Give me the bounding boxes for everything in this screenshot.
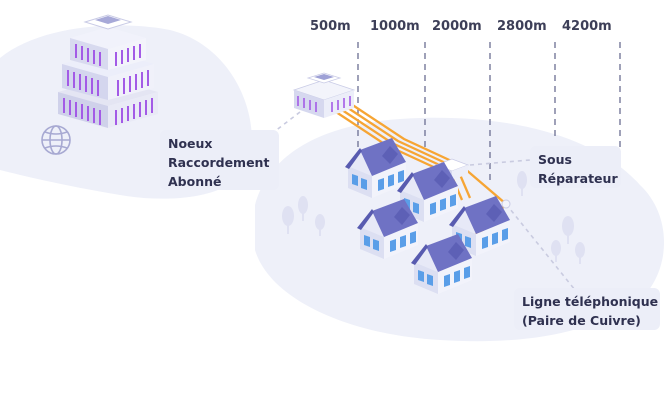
houses <box>345 138 510 294</box>
sous-repartiteur-line-2: Réparateur <box>538 171 618 186</box>
server-building-icon <box>58 14 158 128</box>
nra-label-line-3: Abonné <box>168 174 222 189</box>
fiber-bundle <box>150 86 672 105</box>
nra-label: Noeux Raccordement Abonné <box>160 130 279 190</box>
distance-label-2000m: 2000m <box>432 19 482 34</box>
nra-label-line-1: Noeux <box>168 136 213 151</box>
ligne-label-line-2: (Paire de Cuivre) <box>522 313 641 328</box>
house-icon <box>345 138 406 198</box>
distance-label-500m: 500m <box>310 19 351 34</box>
ligne-label-line-1: Ligne téléphonique <box>522 294 659 309</box>
tree-icon <box>282 171 585 264</box>
nra-label-line-2: Raccordement <box>168 155 270 170</box>
distance-label-4200m: 4200m <box>562 19 612 34</box>
distance-markers <box>357 42 621 180</box>
sous-repartiteur-label: Sous Réparateur <box>530 146 621 188</box>
distance-label-1000m: 1000m <box>370 19 420 34</box>
sous-repartiteur-line-1: Sous <box>538 152 572 167</box>
ligne-telephonique-label: Ligne téléphonique (Paire de Cuivre) <box>514 288 660 330</box>
splice-point <box>501 199 511 209</box>
house-icon <box>449 196 510 256</box>
distance-label-2800m: 2800m <box>497 19 547 34</box>
globe-icon <box>41 125 71 155</box>
network-node-icon <box>292 72 356 118</box>
leader-lines <box>269 111 576 291</box>
house-icon <box>357 199 418 259</box>
house-icon <box>411 234 472 294</box>
